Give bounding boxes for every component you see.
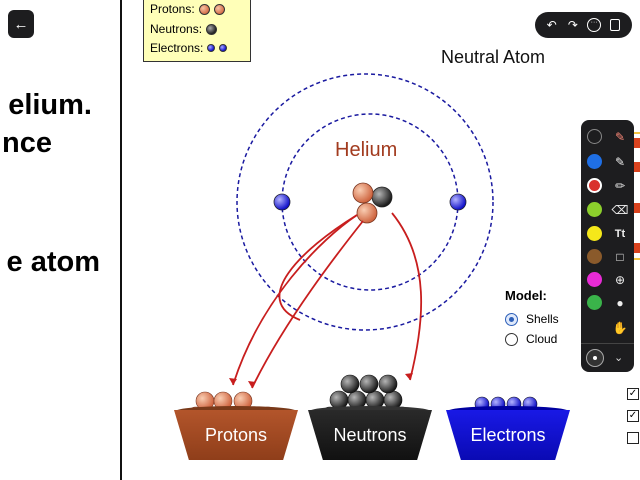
color-swatch[interactable] bbox=[587, 202, 602, 217]
arrow-head bbox=[405, 373, 413, 380]
model-option-shells[interactable]: Shells bbox=[505, 309, 559, 329]
highlighter-icon[interactable]: ✎ bbox=[614, 130, 626, 144]
mic-icon[interactable]: ● bbox=[616, 296, 624, 310]
hand-icon[interactable]: ✋ bbox=[612, 321, 628, 335]
protons-bucket-label: Protons bbox=[204, 424, 268, 445]
redo-icon[interactable]: ↷ bbox=[567, 18, 578, 32]
more-button[interactable]: ··· bbox=[586, 17, 602, 33]
proton[interactable] bbox=[356, 202, 378, 224]
legend-electrons: Electrons: bbox=[150, 40, 228, 56]
edge-tab bbox=[634, 138, 640, 148]
eraser-icon[interactable]: ⌫ bbox=[611, 203, 629, 217]
model-option-label: Shells bbox=[526, 312, 559, 326]
electron[interactable] bbox=[273, 193, 291, 211]
panel-text-line-1: elium. bbox=[8, 89, 92, 121]
proton[interactable] bbox=[352, 182, 374, 204]
color-swatch[interactable] bbox=[587, 295, 602, 310]
checkbox-unchecked[interactable] bbox=[627, 432, 639, 444]
checkbox-checked[interactable]: ✓ bbox=[627, 388, 639, 400]
electrons-bucket-label: Electrons bbox=[470, 424, 546, 445]
edge-divider bbox=[634, 132, 640, 134]
stroke-size-button[interactable] bbox=[586, 349, 604, 367]
color-swatch[interactable] bbox=[587, 226, 602, 241]
electrons-bucket[interactable]: Electrons bbox=[446, 410, 570, 460]
undo-icon[interactable]: ↶ bbox=[546, 18, 557, 32]
nucleus[interactable] bbox=[352, 182, 393, 224]
back-button[interactable]: ← bbox=[8, 10, 34, 38]
color-swatch[interactable] bbox=[587, 249, 602, 264]
neutrons-bucket[interactable]: Neutrons bbox=[308, 410, 432, 460]
legend-protons-label: Protons: bbox=[150, 2, 195, 16]
panel-text-line-3: e atom bbox=[6, 246, 100, 278]
model-option-label: Cloud bbox=[526, 332, 558, 346]
proton-icon bbox=[198, 3, 210, 15]
particle-legend: Protons: Neutrons: Electrons: bbox=[143, 0, 251, 62]
lasso-icon[interactable]: □ bbox=[616, 250, 624, 264]
outer-shell bbox=[236, 73, 494, 331]
electron-icon bbox=[207, 44, 216, 52]
panel-text-line-2: nce bbox=[2, 127, 52, 159]
checkbox-checked[interactable]: ✓ bbox=[627, 410, 639, 422]
pen-icon[interactable]: ✎ bbox=[614, 155, 626, 169]
arrow-head bbox=[229, 378, 237, 385]
atom-status-title: Neutral Atom bbox=[441, 47, 546, 67]
legend-neutrons: Neutrons: bbox=[150, 21, 218, 37]
legend-electrons-label: Electrons: bbox=[150, 41, 204, 55]
neutron-icon bbox=[206, 23, 218, 35]
palette-footer: ⌄ bbox=[581, 343, 634, 372]
arrow-head bbox=[248, 381, 256, 388]
color-swatch[interactable] bbox=[587, 129, 602, 144]
proton-icon bbox=[213, 3, 225, 15]
top-toolbar: ↶ ↷ ··· bbox=[535, 12, 632, 38]
radio-shells[interactable] bbox=[505, 312, 518, 326]
arrow-left-icon: ← bbox=[13, 15, 29, 33]
color-swatch[interactable] bbox=[587, 178, 602, 193]
edge-tab bbox=[634, 203, 640, 213]
copy-icon bbox=[610, 19, 621, 31]
drawing-palette: ✎ ✎ ✏ ⌫ Tt □ ⊕ ● ✋ ⌄ bbox=[581, 120, 634, 372]
color-swatch[interactable] bbox=[587, 154, 602, 169]
chevron-down-icon[interactable]: ⌄ bbox=[614, 352, 624, 364]
radio-cloud[interactable] bbox=[505, 332, 518, 346]
element-name: Helium bbox=[335, 139, 398, 161]
marker-icon[interactable]: ✏ bbox=[614, 179, 626, 193]
more-icon: ··· bbox=[587, 18, 602, 32]
model-option-cloud[interactable]: Cloud bbox=[505, 329, 559, 349]
legend-protons: Protons: bbox=[150, 1, 225, 17]
electron-icon bbox=[219, 44, 228, 52]
text-icon[interactable]: Tt bbox=[614, 228, 626, 240]
electron[interactable] bbox=[449, 193, 467, 211]
drag-annotation-lines bbox=[232, 212, 423, 389]
neutron[interactable] bbox=[371, 186, 393, 208]
color-swatch[interactable] bbox=[587, 272, 602, 287]
edge-divider bbox=[634, 258, 640, 260]
copy-button[interactable] bbox=[607, 17, 623, 33]
neutrons-bucket-label: Neutrons bbox=[333, 424, 407, 445]
model-selector: Model: Shells Cloud bbox=[505, 288, 559, 349]
edge-tab bbox=[634, 243, 640, 253]
edge-tab bbox=[634, 162, 640, 172]
protons-bucket[interactable]: Protons bbox=[174, 410, 298, 460]
model-title: Model: bbox=[505, 288, 547, 303]
left-panel: ← elium. nce e atom bbox=[0, 0, 122, 480]
add-icon[interactable]: ⊕ bbox=[614, 273, 626, 287]
legend-neutrons-label: Neutrons: bbox=[150, 22, 203, 36]
